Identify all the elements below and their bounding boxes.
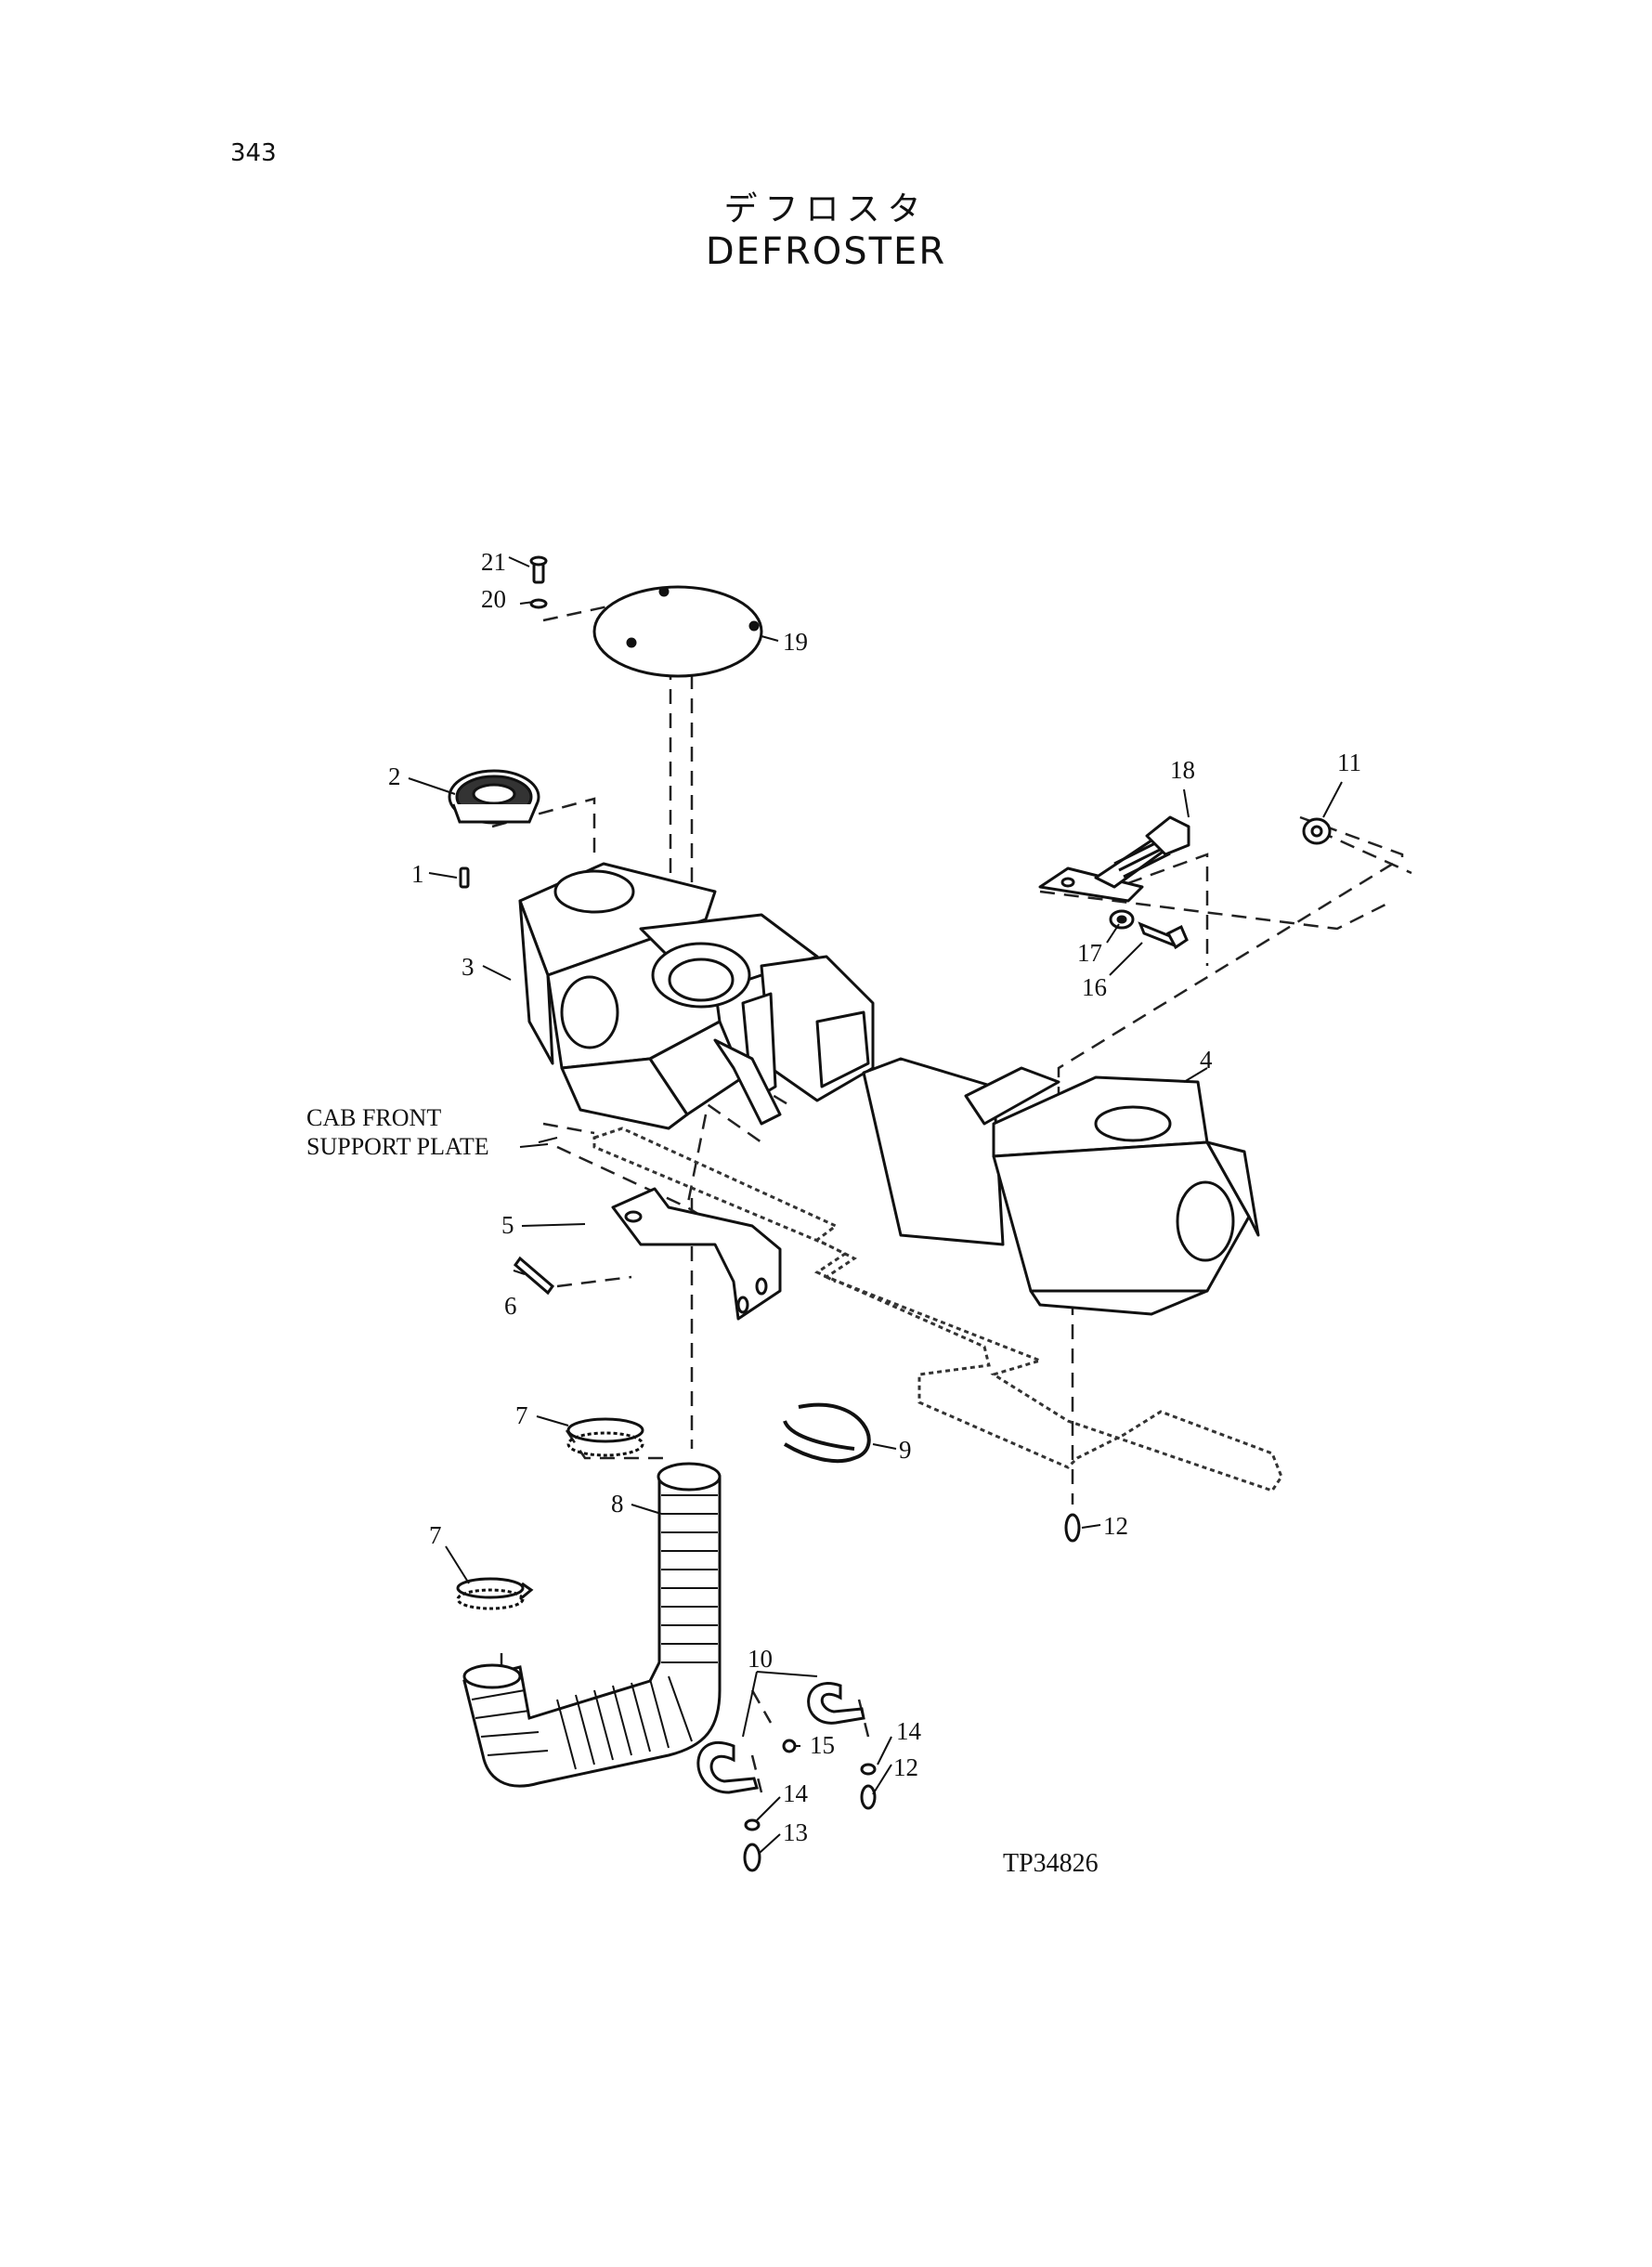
hose-icon — [462, 1462, 722, 1788]
callout-12-lower: 12 — [893, 1753, 918, 1781]
callout-6: 6 — [504, 1292, 517, 1320]
callout-19: 19 — [783, 628, 808, 656]
duct-icon — [862, 1057, 1260, 1316]
figure-code: TP34826 — [1003, 1849, 1099, 1878]
callout-14-left: 14 — [783, 1779, 809, 1807]
callout-3: 3 — [462, 953, 475, 981]
callout-18: 18 — [1170, 756, 1195, 784]
annotation-line-1: CAB FRONT — [306, 1104, 441, 1131]
callout-17: 17 — [1077, 939, 1102, 967]
callout-1: 1 — [411, 860, 424, 888]
callout-9: 9 — [899, 1436, 912, 1464]
annotation-line-2: SUPPORT PLATE — [306, 1133, 489, 1160]
bracket-icon — [1038, 815, 1190, 903]
callout-21: 21 — [481, 548, 506, 576]
cab-front-support-plate — [592, 1127, 1283, 1492]
callout-10: 10 — [748, 1645, 773, 1673]
bracket-icon — [611, 1187, 782, 1321]
leader-lines — [408, 556, 1343, 1854]
bolt-icon — [459, 555, 1081, 1872]
callout-16: 16 — [1082, 973, 1107, 1001]
clamp-icon — [783, 1402, 871, 1464]
hose-ribbing — [471, 1494, 718, 1770]
callout-5: 5 — [501, 1211, 514, 1239]
grille-icon — [448, 769, 540, 825]
callout-12-right: 12 — [1103, 1512, 1128, 1540]
callout-14-right: 14 — [896, 1717, 922, 1745]
callout-7-lower: 7 — [429, 1521, 442, 1549]
page-title: DEFROSTER — [705, 230, 947, 273]
clamp-icon — [456, 1417, 644, 1610]
callout-labels: 21 20 19 2 1 3 18 11 17 16 4 5 6 7 9 8 1… — [388, 548, 1361, 1846]
page-title-japanese: デフロスタ — [723, 190, 929, 228]
annotation-leader — [519, 1143, 549, 1148]
callout-13: 13 — [783, 1818, 808, 1846]
bolt-icon — [1138, 921, 1189, 950]
washer-icon — [1109, 817, 1332, 930]
clamp-icon — [696, 1682, 865, 1794]
callout-11: 11 — [1337, 749, 1361, 776]
duct-icon — [518, 862, 875, 1130]
page-number: 343 — [230, 139, 277, 167]
callout-7-upper: 7 — [515, 1401, 528, 1429]
callout-2: 2 — [388, 762, 401, 790]
cover-plate-icon — [592, 585, 763, 678]
callout-15: 15 — [810, 1731, 835, 1759]
callout-20: 20 — [481, 585, 506, 613]
callout-4: 4 — [1200, 1046, 1213, 1074]
callout-8: 8 — [611, 1490, 624, 1518]
